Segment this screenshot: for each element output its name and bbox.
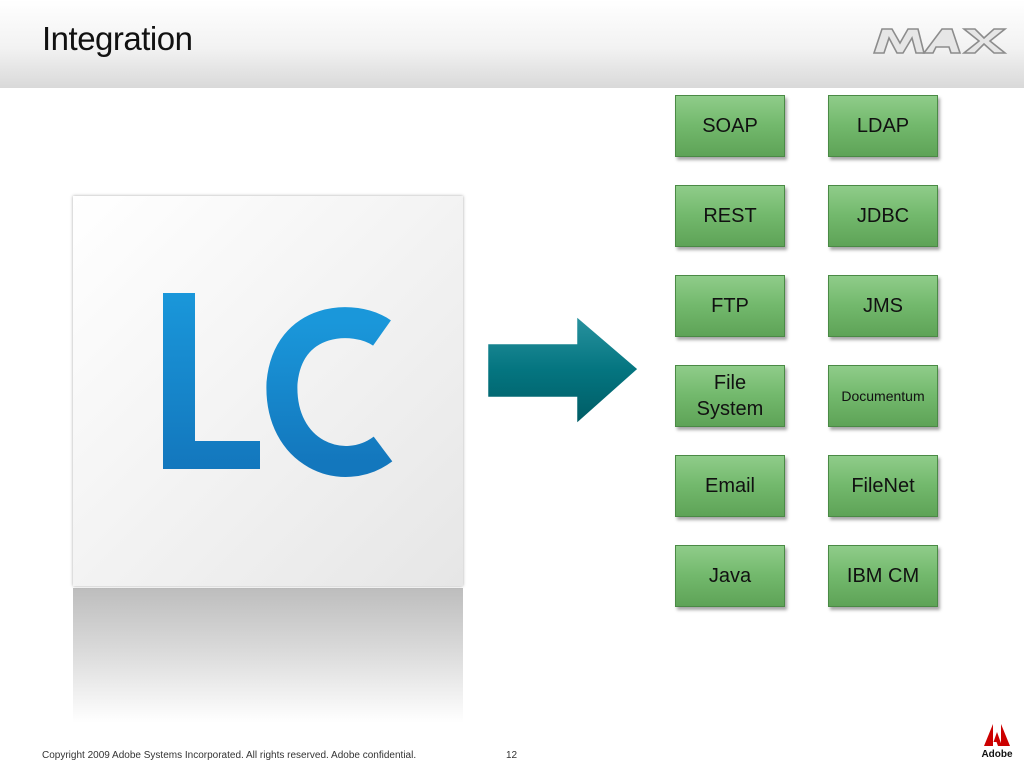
connector-email: Email: [675, 455, 785, 517]
arrow-right-icon: [485, 312, 641, 428]
connector-file-system: File System: [675, 365, 785, 427]
connector-rest: REST: [675, 185, 785, 247]
footer-copyright: Copyright 2009 Adobe Systems Incorporate…: [42, 750, 417, 761]
livecycle-logo-tile: [73, 196, 463, 586]
adobe-wordmark: Adobe: [981, 749, 1013, 760]
connector-jdbc: JDBC: [828, 185, 938, 247]
page-number: 12: [506, 750, 518, 761]
slide-header: Integration: [0, 0, 1024, 88]
adobe-logo-icon: [984, 724, 1010, 746]
slide-title: Integration: [42, 20, 193, 57]
connector-documentum: Documentum: [828, 365, 938, 427]
connector-filenet: FileNet: [828, 455, 938, 517]
lc-logo-icon: [163, 293, 393, 477]
connector-ftp: FTP: [675, 275, 785, 337]
connector-ldap: LDAP: [828, 95, 938, 157]
connector-java: Java: [675, 545, 785, 607]
connector-soap: SOAP: [675, 95, 785, 157]
logo-reflection: [73, 588, 463, 723]
connector-ibm-cm: IBM CM: [828, 545, 938, 607]
max-logo-icon: [872, 28, 1008, 54]
connector-jms: JMS: [828, 275, 938, 337]
